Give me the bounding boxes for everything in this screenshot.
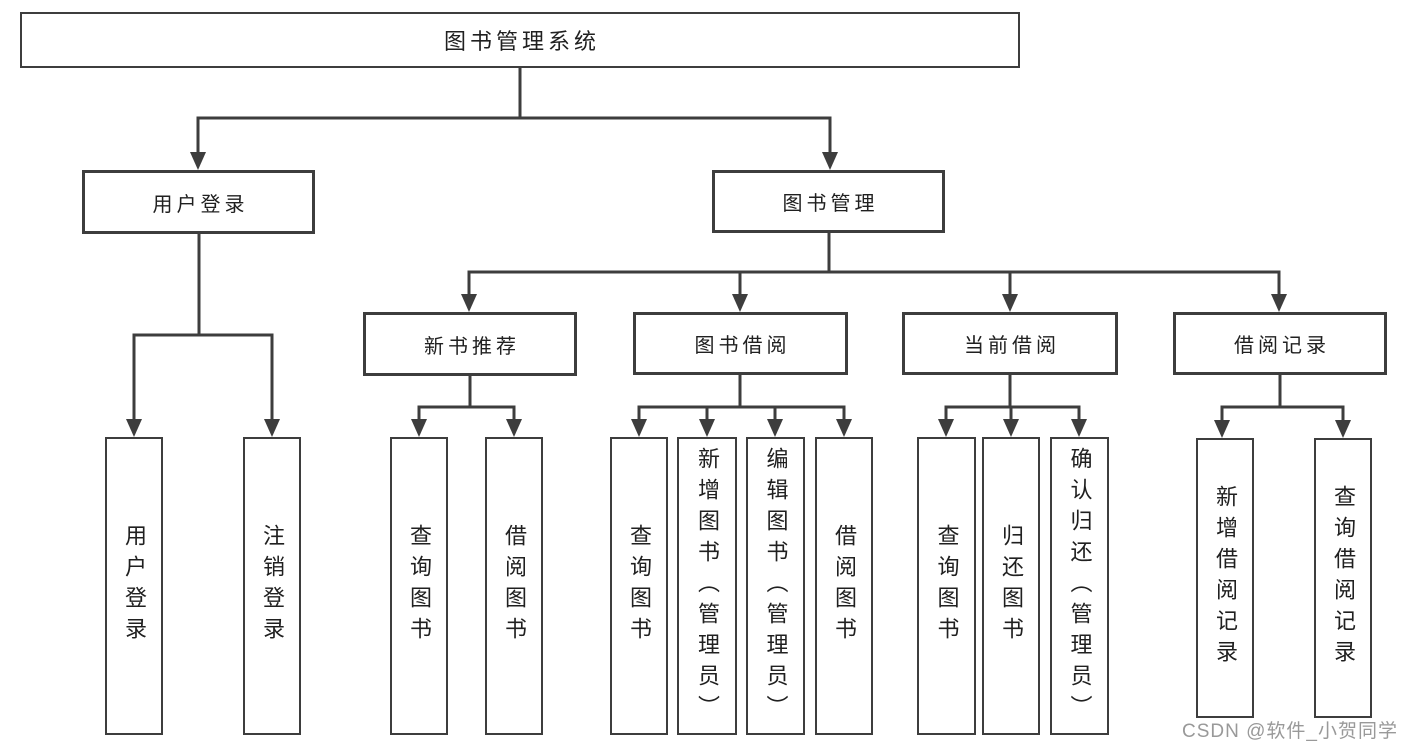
leaf-user-login-label: 用户登录: [122, 524, 147, 648]
leaf-borrow-books-1: 借阅图书: [485, 437, 543, 735]
node-new-book-recommend: 新书推荐: [363, 312, 577, 376]
leaf-query-books-3: 查询图书: [917, 437, 976, 735]
connector-book-management: [467, 231, 1281, 308]
node-book-management-label: 图书管理: [782, 193, 879, 215]
leaf-add-books-admin: 新增图书（管理员）: [677, 437, 737, 735]
connector-book-borrowing: [637, 373, 846, 433]
leaf-borrow-books-2: 借阅图书: [815, 437, 873, 735]
node-current-borrowing-label: 当前借阅: [964, 335, 1060, 357]
node-borrowing-records: 借阅记录: [1173, 312, 1387, 375]
leaf-add-borrow-record: 新增借阅记录: [1196, 438, 1254, 718]
node-borrowing-records-label: 借阅记录: [1234, 335, 1330, 357]
connector-user-login: [132, 232, 274, 433]
connector-root: [196, 66, 832, 166]
node-current-borrowing: 当前借阅: [902, 312, 1118, 375]
arrowheads: [126, 152, 1351, 438]
node-user-login-label: 用户登录: [152, 193, 249, 216]
node-new-book-recommend-label: 新书推荐: [424, 335, 520, 358]
leaf-logout: 注销登录: [243, 437, 301, 735]
leaf-query-books-3-label: 查询图书: [934, 524, 960, 648]
leaf-user-login: 用户登录: [105, 437, 163, 735]
leaf-logout-label: 注销登录: [260, 524, 285, 648]
connector-new-book-recommend: [417, 374, 516, 433]
leaf-confirm-return-admin-label: 确认归还（管理员）: [1067, 446, 1093, 726]
leaf-add-books-admin-label: 新增图书（管理员）: [695, 446, 720, 726]
node-book-management: 图书管理: [712, 170, 945, 233]
leaf-borrow-books-1-label: 借阅图书: [502, 524, 527, 648]
leaf-query-borrow-record: 查询借阅记录: [1314, 438, 1372, 718]
node-book-borrowing: 图书借阅: [633, 312, 848, 375]
node-root: 图书管理系统: [20, 12, 1020, 68]
leaf-query-borrow-record-label: 查询借阅记录: [1331, 485, 1356, 671]
node-user-login: 用户登录: [82, 170, 315, 234]
leaf-query-books-2: 查询图书: [610, 437, 668, 735]
leaf-edit-books-admin-label: 编辑图书（管理员）: [763, 446, 789, 726]
leaf-query-books-1: 查询图书: [390, 437, 448, 735]
connector-borrowing-records: [1220, 373, 1345, 434]
node-book-borrowing-label: 图书借阅: [694, 335, 791, 357]
leaf-query-books-1-label: 查询图书: [407, 524, 432, 648]
node-root-label: 图书管理系统: [443, 29, 600, 54]
leaf-return-books-label: 归还图书: [999, 524, 1024, 648]
leaf-return-books: 归还图书: [982, 437, 1040, 735]
leaf-edit-books-admin: 编辑图书（管理员）: [746, 437, 805, 735]
csdn-watermark: CSDN @软件_小贺同学: [1182, 721, 1398, 742]
leaf-query-books-2-label: 查询图书: [627, 524, 652, 648]
leaf-add-borrow-record-label: 新增借阅记录: [1213, 485, 1238, 671]
leaf-confirm-return-admin: 确认归还（管理员）: [1050, 437, 1109, 735]
leaf-borrow-books-2-label: 借阅图书: [832, 524, 857, 648]
